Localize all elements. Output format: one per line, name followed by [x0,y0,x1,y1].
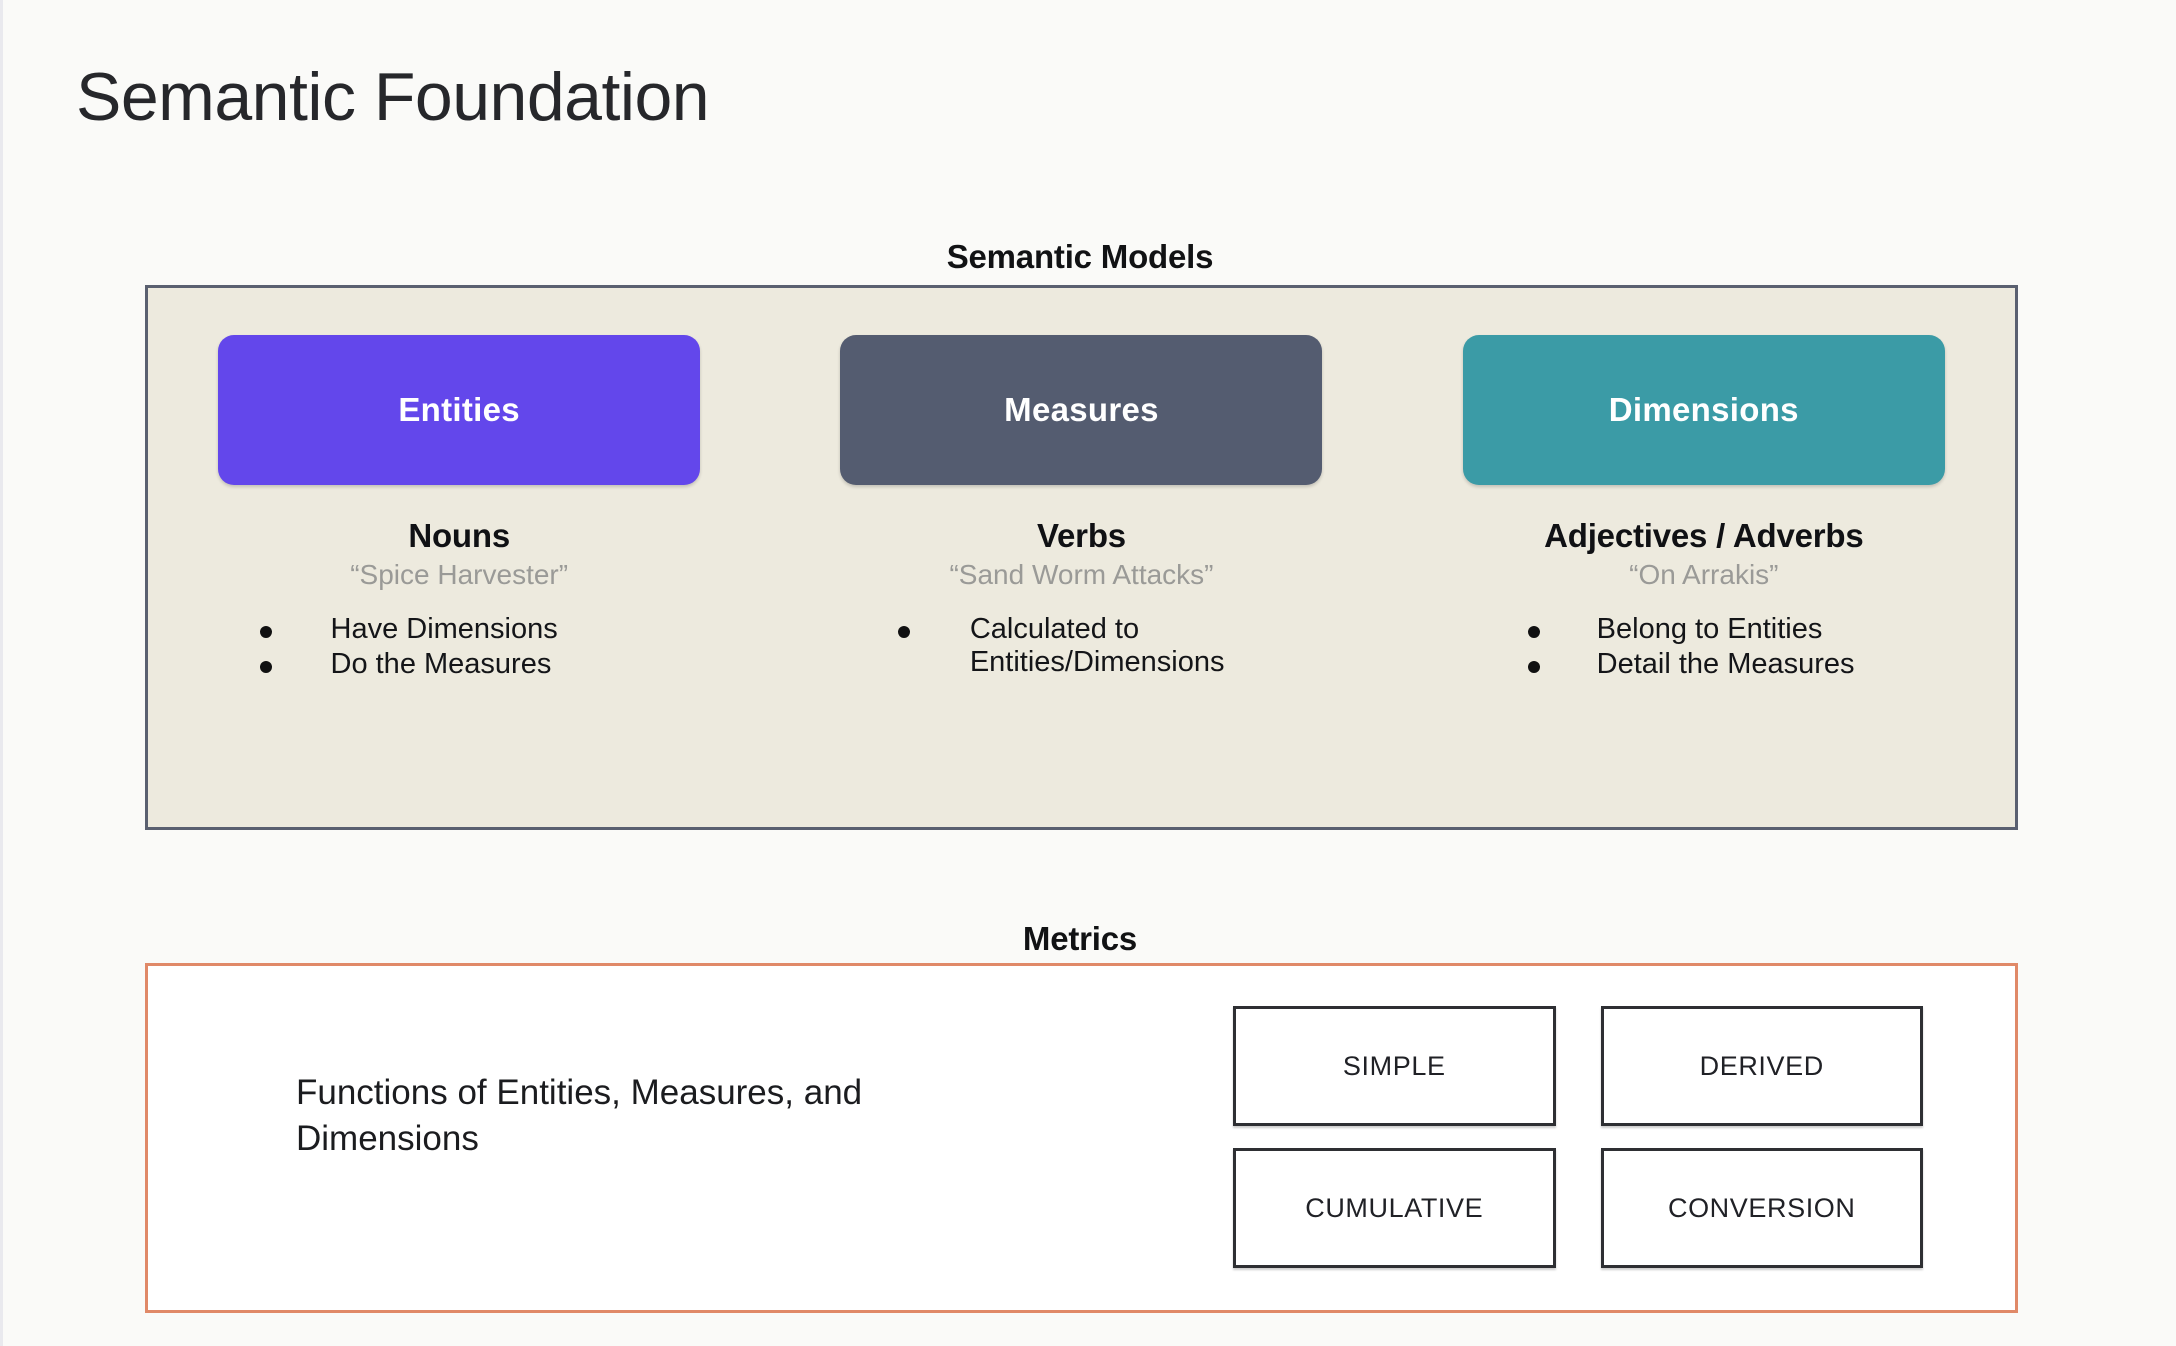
list-item: Calculated to Entities/Dimensions [897,613,1520,679]
semantic-column-measures: Measures Verbs “Sand Worm Attacks” Calcu… [770,288,1392,827]
bullet-dot-icon [1527,661,1540,674]
dimensions-chip[interactable]: Dimensions [1462,335,1945,485]
measures-chip[interactable]: Measures [840,335,1323,485]
semantic-models-section-header: Semantic Models [946,238,1214,275]
measures-bullet-list: Calculated to Entities/Dimensions [643,613,1520,681]
metric-type-conversion[interactable]: CONVERSION [1600,1148,1923,1268]
metrics-section-header: Metrics [1022,920,1138,957]
entities-bullet-list: Have Dimensions Do the Measures [37,613,882,683]
dimensions-bullet-text: Detail the Measures [1596,648,1855,681]
entities-part-of-speech: Nouns [408,517,510,554]
bullet-dot-icon [897,626,910,638]
page-title: Semantic Foundation [76,59,710,135]
measures-part-of-speech: Verbs [1037,517,1126,554]
dimensions-bullet-list: Belong to Entities Detail the Measures [1258,613,2150,683]
metric-type-simple[interactable]: SIMPLE [1233,1006,1556,1126]
metrics-panel: Functions of Entities, Measures, and Dim… [145,963,2018,1313]
metric-type-derived[interactable]: DERIVED [1600,1006,1923,1126]
semantic-column-dimensions: Dimensions Adjectives / Adverbs “On Arra… [1393,288,2015,827]
metric-type-grid: SIMPLE DERIVED CUMULATIVE CONVERSION [1233,1006,1923,1268]
entities-chip[interactable]: Entities [218,335,701,485]
bullet-dot-icon [1527,626,1540,638]
bullet-dot-icon [259,661,272,674]
semantic-models-panel: Entities Nouns “Spice Harvester” Have Di… [145,285,2018,830]
list-item: Have Dimensions [259,613,882,646]
list-item: Belong to Entities [1527,613,2150,646]
dimensions-bullet-text: Belong to Entities [1596,613,1823,645]
list-item: Do the Measures [259,648,882,681]
semantic-column-entities: Entities Nouns “Spice Harvester” Have Di… [148,288,770,827]
entities-example: “Spice Harvester” [350,559,569,590]
dimensions-part-of-speech: Adjectives / Adverbs [1544,517,1864,554]
dimensions-example: “On Arrakis” [1629,559,1779,590]
entities-bullet-text: Do the Measures [330,648,552,681]
list-item: Detail the Measures [1527,648,2150,681]
semantic-models-columns: Entities Nouns “Spice Harvester” Have Di… [148,288,2015,827]
metric-type-cumulative[interactable]: CUMULATIVE [1233,1148,1556,1268]
metrics-description: Functions of Entities, Measures, and Dim… [296,1073,863,1158]
bullet-dot-icon [259,626,272,638]
entities-bullet-text: Have Dimensions [330,613,558,645]
measures-example: “Sand Worm Attacks” [949,559,1214,590]
measures-bullet-text: Calculated to Entities/Dimensions [969,613,1225,679]
